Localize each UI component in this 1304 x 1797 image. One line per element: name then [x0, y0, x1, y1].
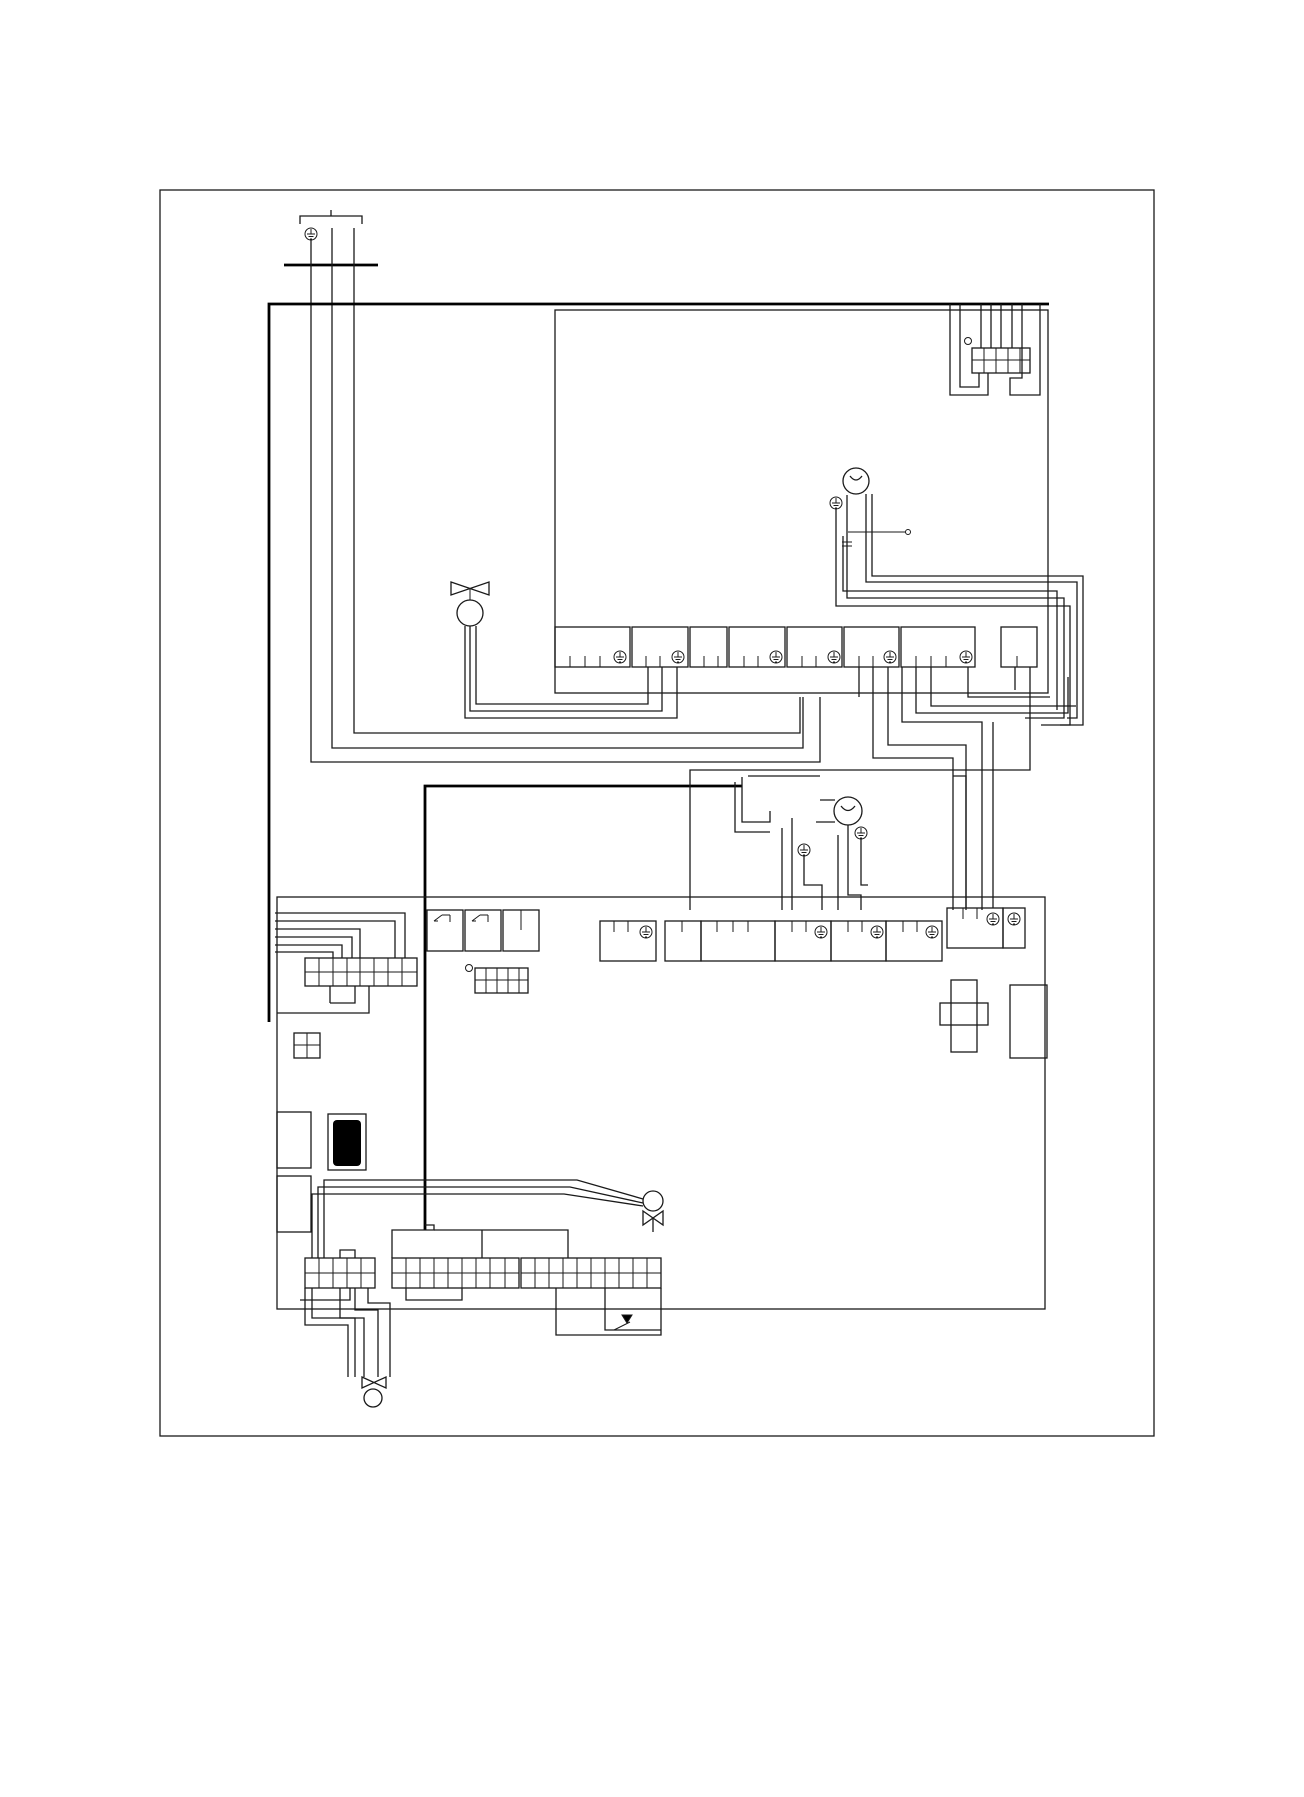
main-terminal-blocks: [600, 722, 1025, 961]
bottom-terminal-strips: [300, 1225, 661, 1300]
diagram-frame: [160, 190, 1154, 1436]
transformer: [940, 980, 1047, 1058]
display-connector: [328, 1114, 366, 1170]
pump-motor: [735, 776, 868, 910]
left-connector: [275, 913, 417, 1013]
fan-ground-icon: [830, 497, 842, 509]
small-connector: [466, 965, 529, 994]
lower-three-way-valve: [312, 1180, 663, 1258]
upper-terminal-blocks: [555, 627, 1037, 667]
upper-control-board: [451, 304, 1083, 910]
pump-ground-icon: [798, 827, 867, 856]
terminal-ground-icon: [614, 651, 972, 663]
relay-blocks: [427, 910, 539, 951]
thermostat-switch: [556, 1288, 661, 1335]
main-supply-wire: [269, 304, 1049, 1022]
valve-icon: [362, 1377, 386, 1388]
motor-icon: [843, 468, 869, 494]
upper-board-connector: [950, 304, 1040, 395]
bottom-valve: [305, 1288, 390, 1407]
mains-ground-icon: [305, 228, 317, 240]
upper-valve: [451, 582, 677, 718]
main-control-board: [275, 722, 1047, 1335]
fan-motor: [830, 468, 1083, 725]
mains-supply: [284, 210, 820, 762]
pump-supply-wire: [425, 786, 742, 1230]
valve-icon: [643, 1211, 663, 1232]
